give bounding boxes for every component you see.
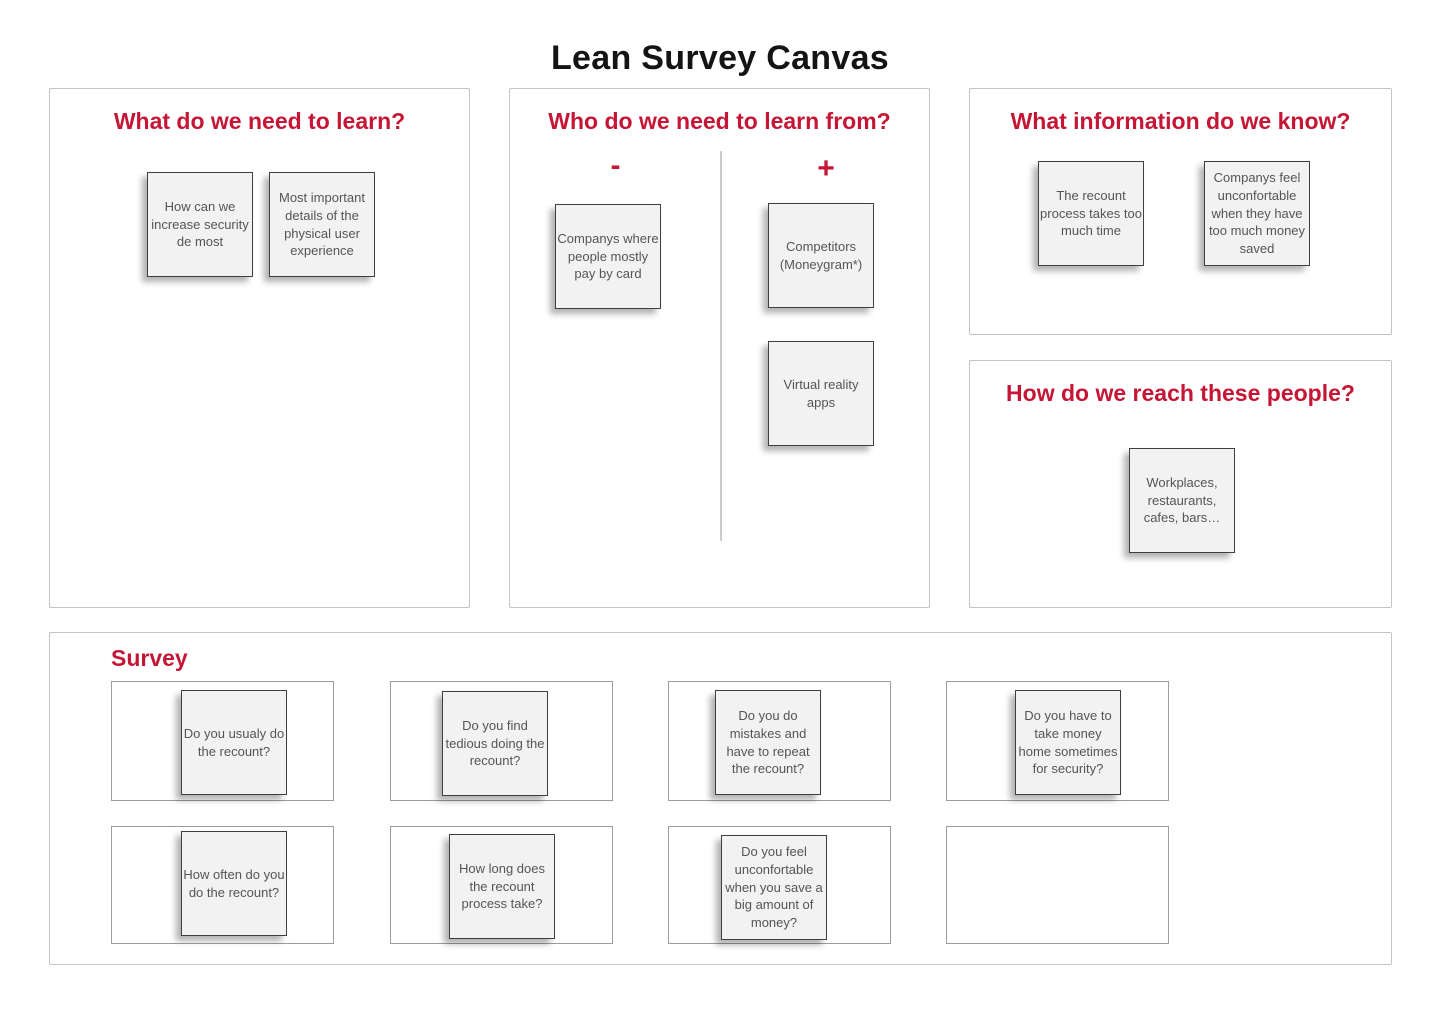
panel-what-do-we-need-to-learn: What do we need to learn? How can we inc… [49,88,470,608]
survey-cell-3: Do you do mistakes and have to repeat th… [668,681,891,801]
sticky-note-question-big-amount[interactable]: Do you feel unconfortable when you save … [721,835,827,940]
sticky-note-physical-user-experience[interactable]: Most important details of the physical u… [269,172,375,277]
panel-survey: Survey Do you usualy do the recount? Do … [49,632,1392,965]
sticky-note-pay-by-card[interactable]: Companys where people mostly pay by card [555,204,661,309]
survey-cell-5: How often do you do the recount? [111,826,334,944]
panel-learn-title: What do we need to learn? [113,108,406,134]
sticky-note-money-saved-unconfortable[interactable]: Companys feel unconfortable when they ha… [1204,161,1310,266]
sticky-note-question-tedious[interactable]: Do you find tedious doing the recount? [442,691,548,796]
panel-what-information-do-we-know: What information do we know? The recount… [969,88,1392,335]
sticky-note-competitors[interactable]: Competitors (Moneygram*) [768,203,874,308]
panel-who-title: Who do we need to learn from? [548,108,891,134]
panel-how-do-we-reach-these-people: How do we reach these people? Workplaces… [969,360,1392,608]
survey-cell-1: Do you usualy do the recount? [111,681,334,801]
survey-cell-2: Do you find tedious doing the recount? [390,681,613,801]
panel-who-do-we-need-to-learn-from: Who do we need to learn from? - + Compan… [509,88,930,608]
sticky-note-workplaces[interactable]: Workplaces, restaurants, cafes, bars… [1129,448,1235,553]
panel-survey-title: Survey [111,645,188,671]
sticky-note-question-take-money-home[interactable]: Do you have to take money home sometimes… [1015,690,1121,795]
survey-cell-4: Do you have to take money home sometimes… [946,681,1169,801]
sticky-note-virtual-reality-apps[interactable]: Virtual reality apps [768,341,874,446]
sticky-note-increase-security[interactable]: How can we increase security de most [147,172,253,277]
panel-reach-title: How do we reach these people? [1006,380,1355,406]
minus-label: - [610,149,621,182]
survey-cell-6: How long does the recount process take? [390,826,613,944]
sticky-note-question-usualy-recount[interactable]: Do you usualy do the recount? [181,690,287,795]
plus-label: + [817,152,835,185]
page-title: Lean Survey Canvas [550,39,889,77]
column-divider [720,151,722,541]
sticky-note-question-how-long[interactable]: How long does the recount process take? [449,834,555,939]
sticky-note-question-mistakes[interactable]: Do you do mistakes and have to repeat th… [715,690,821,795]
survey-cell-7: Do you feel unconfortable when you save … [668,826,891,944]
sticky-note-question-how-often[interactable]: How often do you do the recount? [181,831,287,936]
sticky-note-recount-takes-time[interactable]: The recount process takes too much time [1038,161,1144,266]
panel-know-title: What information do we know? [1010,108,1351,134]
survey-cell-8-empty [946,826,1169,944]
